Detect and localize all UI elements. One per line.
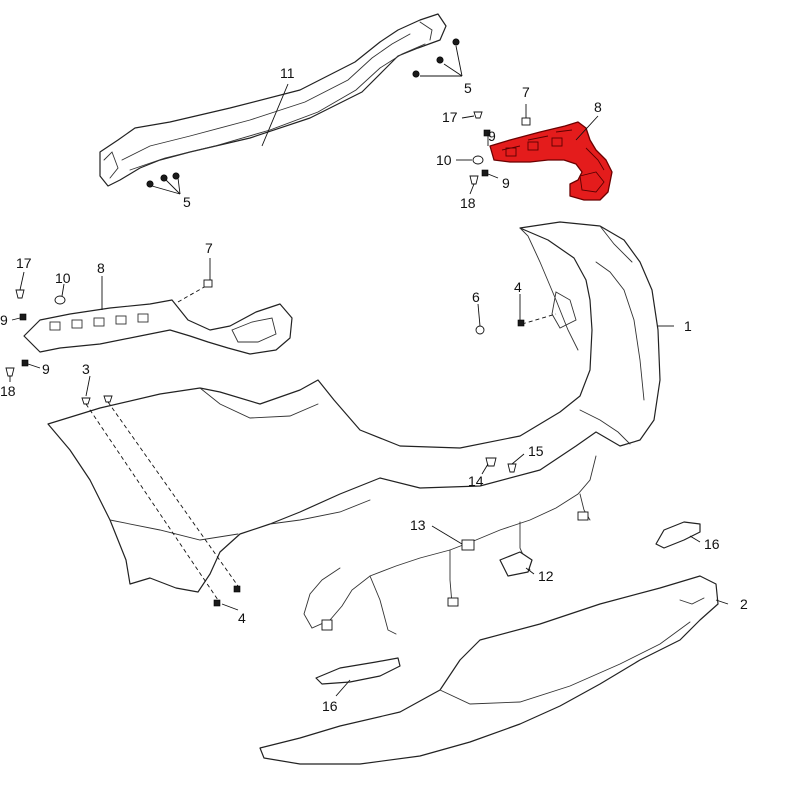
callout-5: 5 [183,194,191,210]
bumper-fascia-part-1[interactable] [47,221,661,593]
callout-labels: 1 2 3 4 4 5 5 6 7 7 8 8 9 9 9 9 10 10 11… [0,65,748,714]
bracket-part-8-highlighted[interactable] [489,121,613,201]
screw-part-18-left[interactable] [5,367,15,377]
callout-16: 16 [322,698,338,714]
callout-4: 4 [514,279,522,295]
leader-lines [9,45,729,697]
nut-part-5-upper[interactable] [412,38,460,78]
callout-14: 14 [468,473,484,489]
screw-part-3[interactable] [81,395,239,601]
callout-9: 9 [488,128,496,144]
screw-part-18-upper[interactable] [469,175,479,185]
callout-10: 10 [55,270,71,286]
screw-part-17-upper[interactable] [473,111,483,119]
callout-5: 5 [464,80,472,96]
callout-9: 9 [502,175,510,191]
nut-part-9-left-a[interactable] [19,313,27,321]
reflector-part-16-left[interactable] [315,657,401,685]
retainer-part-10-left[interactable] [54,295,66,305]
callout-13: 13 [410,517,426,533]
clip-part-4-lower[interactable] [213,585,241,607]
callout-17: 17 [16,255,32,271]
callout-8: 8 [594,99,602,115]
callout-11: 11 [280,65,295,81]
reflector-part-16-right[interactable] [655,521,701,549]
screw-part-17-left[interactable] [15,289,25,299]
callout-2: 2 [740,596,748,612]
callout-9: 9 [0,312,8,328]
callout-12: 12 [538,568,554,584]
clip-part-15[interactable] [507,463,517,473]
callout-8: 8 [97,260,105,276]
nut-part-9-upper-a[interactable] [483,129,491,137]
nut-part-9-left-b[interactable] [21,359,29,367]
callout-16: 16 [704,536,720,552]
callout-18: 18 [0,383,16,399]
wiring-harness-part-13[interactable] [303,455,597,635]
callout-7: 7 [205,240,213,256]
callout-4: 4 [238,610,246,626]
nut-part-5-lower[interactable] [146,172,180,188]
sensor-part-12[interactable] [499,551,533,577]
impact-bar-part-11[interactable] [99,13,447,187]
clip-part-14[interactable] [485,457,497,467]
callout-3: 3 [82,361,90,377]
callout-6: 6 [472,289,480,305]
bolt-part-7-left[interactable] [177,279,213,303]
nut-part-9-upper-b[interactable] [481,169,489,177]
nut-part-6[interactable] [475,325,485,335]
retainer-part-10-upper[interactable] [472,155,484,165]
callout-18: 18 [460,195,476,211]
callout-9: 9 [42,361,50,377]
callout-17: 17 [442,109,458,125]
callout-7: 7 [522,84,530,100]
callout-10: 10 [436,152,452,168]
callout-15: 15 [528,443,544,459]
callout-1: 1 [684,318,692,334]
clip-part-4-center[interactable] [517,313,557,327]
lower-valance-part-2[interactable] [259,575,719,765]
bracket-part-8-left[interactable] [23,299,293,355]
bolt-part-7-upper[interactable] [521,104,531,126]
